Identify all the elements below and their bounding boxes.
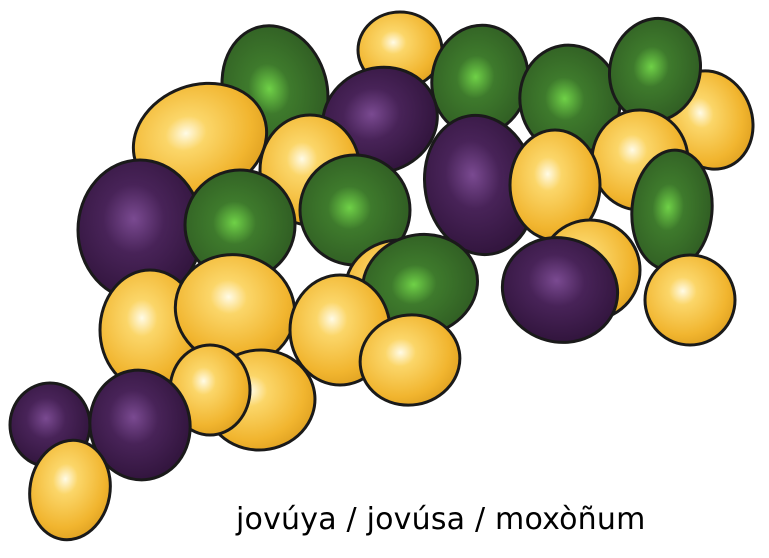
purple-grape <box>500 236 620 344</box>
yellow-grape <box>643 253 737 347</box>
purple-grape <box>88 368 192 482</box>
yellow-grape <box>28 438 112 542</box>
yellow-grape <box>358 313 462 407</box>
caption-text: jovúya / jovúsa / moxòñum <box>236 502 646 537</box>
